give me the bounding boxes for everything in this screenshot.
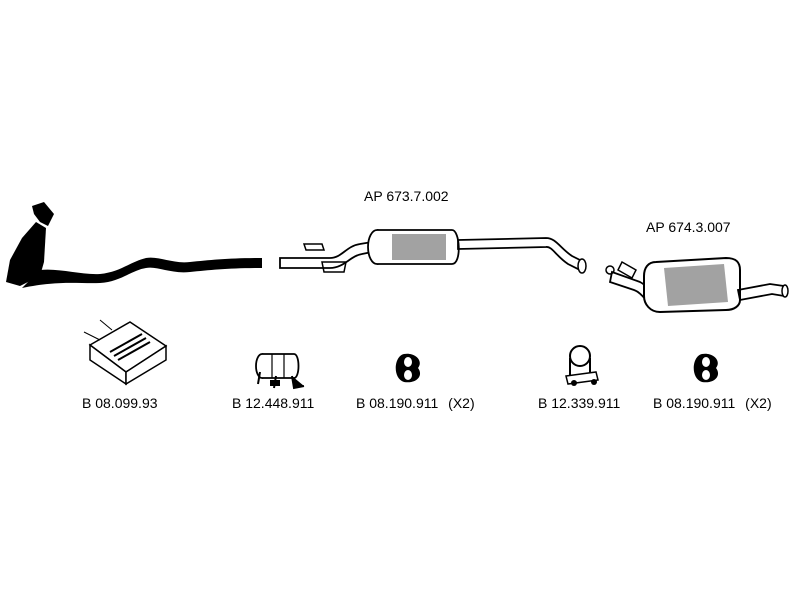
hanger-ring-label: B 08.190.911 (X2): [356, 395, 475, 411]
front-pipe-tube: [22, 257, 262, 288]
rear-silencer-drawing: [605, 256, 789, 314]
middle-outlet-pipe: [457, 237, 586, 272]
front-pipe-flange: [32, 202, 54, 226]
pipe-clamp-label: B 12.448.911: [232, 395, 315, 411]
hanger-ring-part-number: B 08.190.911: [356, 395, 439, 411]
hanger-ring-quantity: (X2): [448, 395, 475, 411]
middle-inlet-pipe: [279, 240, 373, 269]
rear-silencer-label: AP 674.3.007: [646, 219, 731, 235]
hanger-ring-label-rear: B 08.190.911 (X2): [653, 395, 772, 411]
middle-outlet-end: [577, 258, 587, 274]
u-bolt-clamp-icon: [565, 345, 599, 386]
middle-silencer-shading: [392, 234, 446, 260]
rear-inlet-ring: [605, 265, 615, 275]
mounting-kit-box-icon: [83, 319, 168, 386]
hanger-ring-rear-part-number: B 08.190.911: [653, 395, 736, 411]
front-pipe-bend: [6, 222, 46, 286]
middle-inlet-clamp: [321, 261, 347, 273]
rear-tail-pipe: [736, 283, 785, 302]
middle-silencer-label: AP 673.7.002: [364, 188, 449, 204]
mounting-kit-label: B 08.099.93: [82, 395, 158, 411]
rubber-hanger-ring-icon: [395, 353, 421, 383]
rear-hanger-bracket: [617, 260, 637, 280]
middle-hanger-bracket: [302, 243, 326, 251]
rear-tail-pipe-end: [781, 284, 789, 298]
rubber-hanger-ring-icon: [693, 353, 719, 383]
pipe-clamp-sleeve-icon: [255, 353, 305, 390]
rear-silencer-shading: [664, 264, 728, 306]
hanger-ring-rear-quantity: (X2): [745, 395, 772, 411]
u-bolt-clamp-label: B 12.339.911: [538, 395, 621, 411]
front-pipe-drawing: [6, 202, 262, 288]
middle-silencer-drawing: [279, 229, 587, 274]
